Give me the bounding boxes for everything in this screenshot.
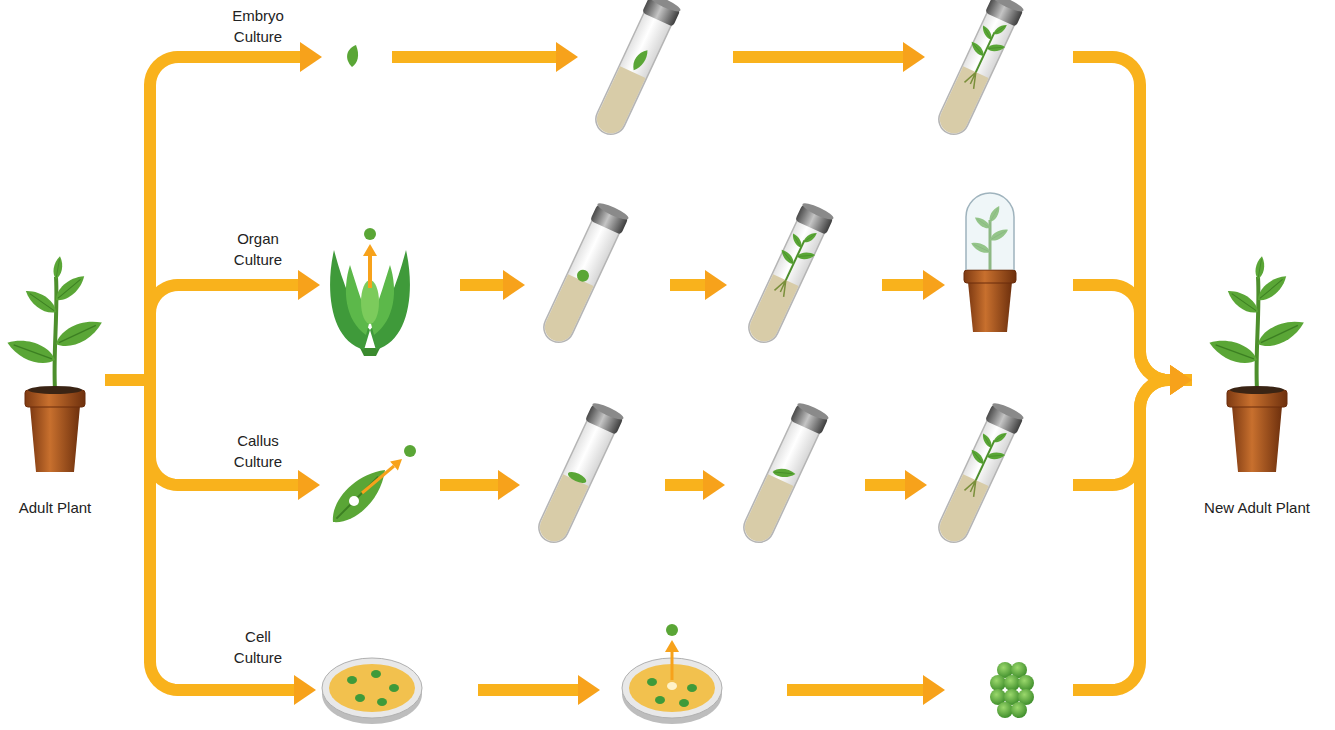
petri-dish bbox=[665, 640, 679, 652]
arrowheads bbox=[923, 675, 945, 705]
cell-cluster bbox=[1018, 675, 1034, 691]
bud-figure bbox=[330, 228, 410, 356]
petri-dish bbox=[329, 664, 415, 712]
petri-dish bbox=[377, 698, 387, 706]
culture-label: Organ Culture bbox=[234, 228, 282, 270]
cell-cluster bbox=[990, 662, 1034, 718]
potted-plantlet bbox=[964, 270, 1016, 283]
petri-dish bbox=[322, 658, 422, 718]
arrowheads bbox=[556, 42, 578, 72]
arrowheads bbox=[298, 470, 320, 500]
test-tube bbox=[631, 47, 650, 73]
test-tube bbox=[932, 400, 1025, 548]
test-tube bbox=[532, 400, 625, 548]
test-tube bbox=[772, 468, 796, 478]
test-tube bbox=[589, 0, 682, 140]
bud-figure bbox=[368, 254, 372, 288]
test-tube bbox=[537, 200, 630, 348]
test-tube bbox=[589, 0, 682, 140]
new-plant-figure bbox=[1206, 256, 1307, 472]
test-tube bbox=[575, 268, 591, 284]
culture-label: Embryo Culture bbox=[232, 5, 284, 47]
culture-path bbox=[105, 380, 1192, 485]
bud-figure bbox=[364, 228, 376, 240]
leaf-explant-figure bbox=[324, 445, 416, 531]
culture-label: Cell Culture bbox=[234, 626, 282, 668]
petri-dish bbox=[371, 670, 381, 678]
arrowheads bbox=[294, 675, 316, 705]
test-tube bbox=[931, 0, 1025, 140]
arrowheads bbox=[498, 470, 520, 500]
culture-label: Callus Culture bbox=[234, 430, 282, 472]
potted-plantlet bbox=[964, 193, 1016, 332]
petri-dish bbox=[667, 682, 677, 690]
arrowheads bbox=[923, 270, 945, 300]
test-tube bbox=[741, 200, 835, 348]
embryo-figure bbox=[347, 45, 358, 67]
arrowheads bbox=[578, 675, 600, 705]
arrowheads bbox=[503, 270, 525, 300]
adult-plant-node: Adult Plant bbox=[5, 272, 105, 524]
arrowheads bbox=[298, 270, 320, 300]
cell-cluster bbox=[997, 702, 1013, 718]
test-tube bbox=[532, 400, 625, 548]
test-tube bbox=[742, 200, 835, 348]
petri-dish bbox=[355, 694, 365, 702]
arrowheads bbox=[294, 42, 945, 705]
plant-label: Adult Plant bbox=[19, 498, 92, 524]
cell-cluster bbox=[1011, 702, 1027, 718]
test-tube bbox=[763, 221, 826, 303]
petri-dish bbox=[622, 624, 722, 724]
petri-dish bbox=[647, 678, 657, 686]
petri-dish bbox=[687, 684, 697, 692]
potted-plantlet bbox=[966, 193, 1014, 270]
petri-dish bbox=[655, 696, 665, 704]
arrowheads bbox=[705, 270, 727, 300]
leaf-explant-figure bbox=[324, 461, 395, 532]
petri-dish bbox=[322, 658, 422, 724]
test-tube bbox=[737, 400, 830, 548]
arrowheads bbox=[703, 470, 725, 500]
leaf-explant-figure bbox=[404, 445, 416, 457]
bud-figure bbox=[363, 244, 377, 256]
potted-plantlet bbox=[968, 282, 1012, 332]
test-tube bbox=[566, 470, 588, 486]
culture-path bbox=[105, 285, 1192, 380]
arrowheads bbox=[300, 42, 322, 72]
adult-plant-figure bbox=[4, 256, 105, 472]
petri-dish bbox=[679, 699, 689, 707]
test-tube bbox=[953, 13, 1016, 95]
cell-cluster bbox=[990, 675, 1006, 691]
arrowheads bbox=[903, 42, 925, 72]
culture-path bbox=[105, 57, 1192, 380]
test-tube bbox=[737, 400, 830, 548]
arrowheads bbox=[905, 470, 927, 500]
petri-dish bbox=[389, 684, 399, 692]
leaf-explant-figure bbox=[390, 459, 402, 471]
culture-path bbox=[105, 380, 1192, 690]
test-tube bbox=[537, 200, 630, 348]
plant-label: New Adult Plant bbox=[1204, 498, 1310, 524]
test-tube bbox=[932, 0, 1025, 140]
cell-cluster bbox=[1004, 675, 1020, 691]
leaf-explant-figure bbox=[349, 496, 359, 506]
test-tube bbox=[953, 421, 1016, 503]
new-plant-node: New Adult Plant bbox=[1192, 272, 1322, 524]
leaf-explant-figure bbox=[362, 466, 394, 493]
petri-dish bbox=[347, 676, 357, 684]
petri-dish bbox=[666, 624, 678, 636]
test-tube bbox=[931, 400, 1025, 548]
petri-dish bbox=[671, 650, 674, 680]
